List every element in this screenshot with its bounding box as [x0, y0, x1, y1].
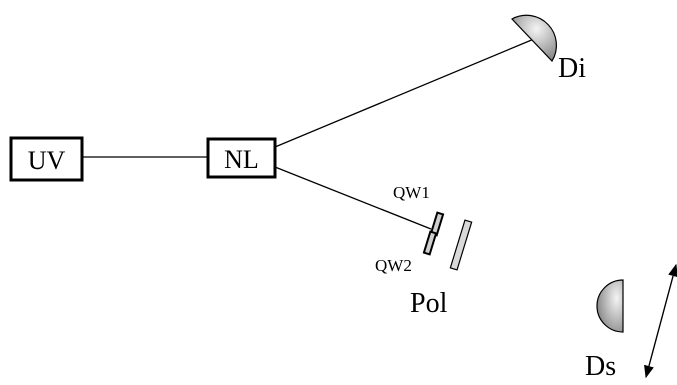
nl-label: NL: [224, 145, 259, 174]
detector-di: Di: [511, 14, 586, 84]
uv-source-box: UV: [9, 136, 84, 182]
qw2-label: QW2: [375, 256, 412, 275]
nonlinear-crystal-box: NL: [206, 137, 277, 179]
detector-ds-icon: [596, 279, 624, 333]
translation-arrow-icon: [644, 263, 677, 379]
ds-label: Ds: [585, 351, 616, 382]
qw1-label: QW1: [393, 183, 430, 202]
uv-label: UV: [28, 146, 66, 175]
pol-label: Pol: [410, 288, 448, 319]
detector-di-icon: [511, 14, 558, 62]
polarizer-plate: [449, 219, 473, 271]
detector-ds: Ds: [585, 279, 624, 382]
beam-nl-to-di: [274, 38, 535, 148]
quarter-wave-plates: QW1 QW2: [375, 183, 445, 275]
beam-nl-to-qw: [274, 166, 432, 230]
polarizer: Pol: [410, 219, 473, 319]
di-label: Di: [558, 53, 586, 84]
qw-plate-lower: [422, 230, 438, 256]
